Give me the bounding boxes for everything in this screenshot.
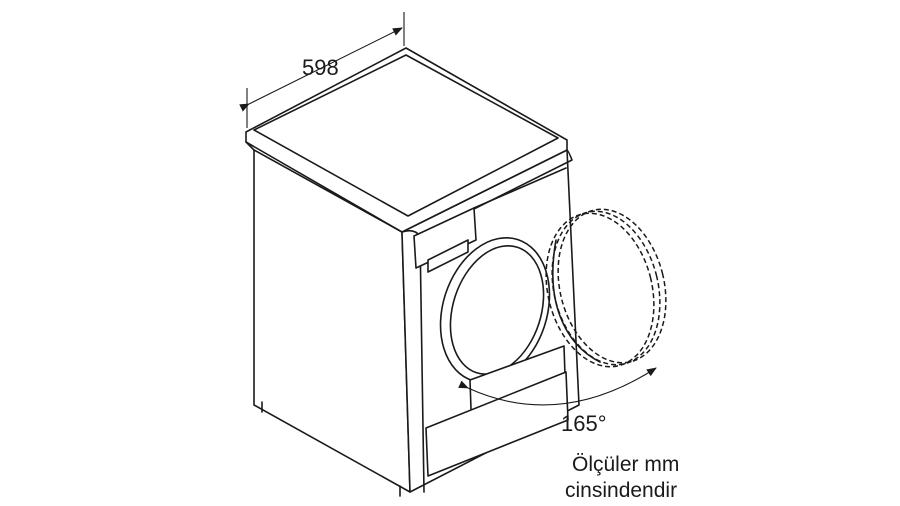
open-door-dash-3 <box>545 212 655 368</box>
open-door-dash-1 <box>557 208 667 364</box>
width-label: 598 <box>302 55 339 80</box>
unit-note-line2: cinsindendir <box>565 479 677 502</box>
open-door-hinge-edge <box>552 239 601 363</box>
angle-label: 165° <box>561 411 607 436</box>
top-surface <box>253 54 559 217</box>
width-dimension: 598 <box>239 12 405 128</box>
hatch-lower <box>425 371 569 477</box>
swing-arc-arrow <box>458 367 657 406</box>
unit-note-line1: Ölçüler mm <box>572 453 679 476</box>
width-arrow <box>239 27 403 112</box>
top-edge-left <box>245 141 255 151</box>
dryer-body <box>245 47 580 497</box>
open-door-outline <box>545 208 667 368</box>
open-door-dash-2 <box>551 210 661 366</box>
unit-note: Ölçüler mm cinsindendir <box>565 453 679 502</box>
swing-angle: 165° <box>458 367 657 436</box>
panel-top-line <box>473 167 567 209</box>
display-window <box>427 239 469 273</box>
control-panel <box>413 207 477 269</box>
front-left-edge <box>419 235 425 493</box>
